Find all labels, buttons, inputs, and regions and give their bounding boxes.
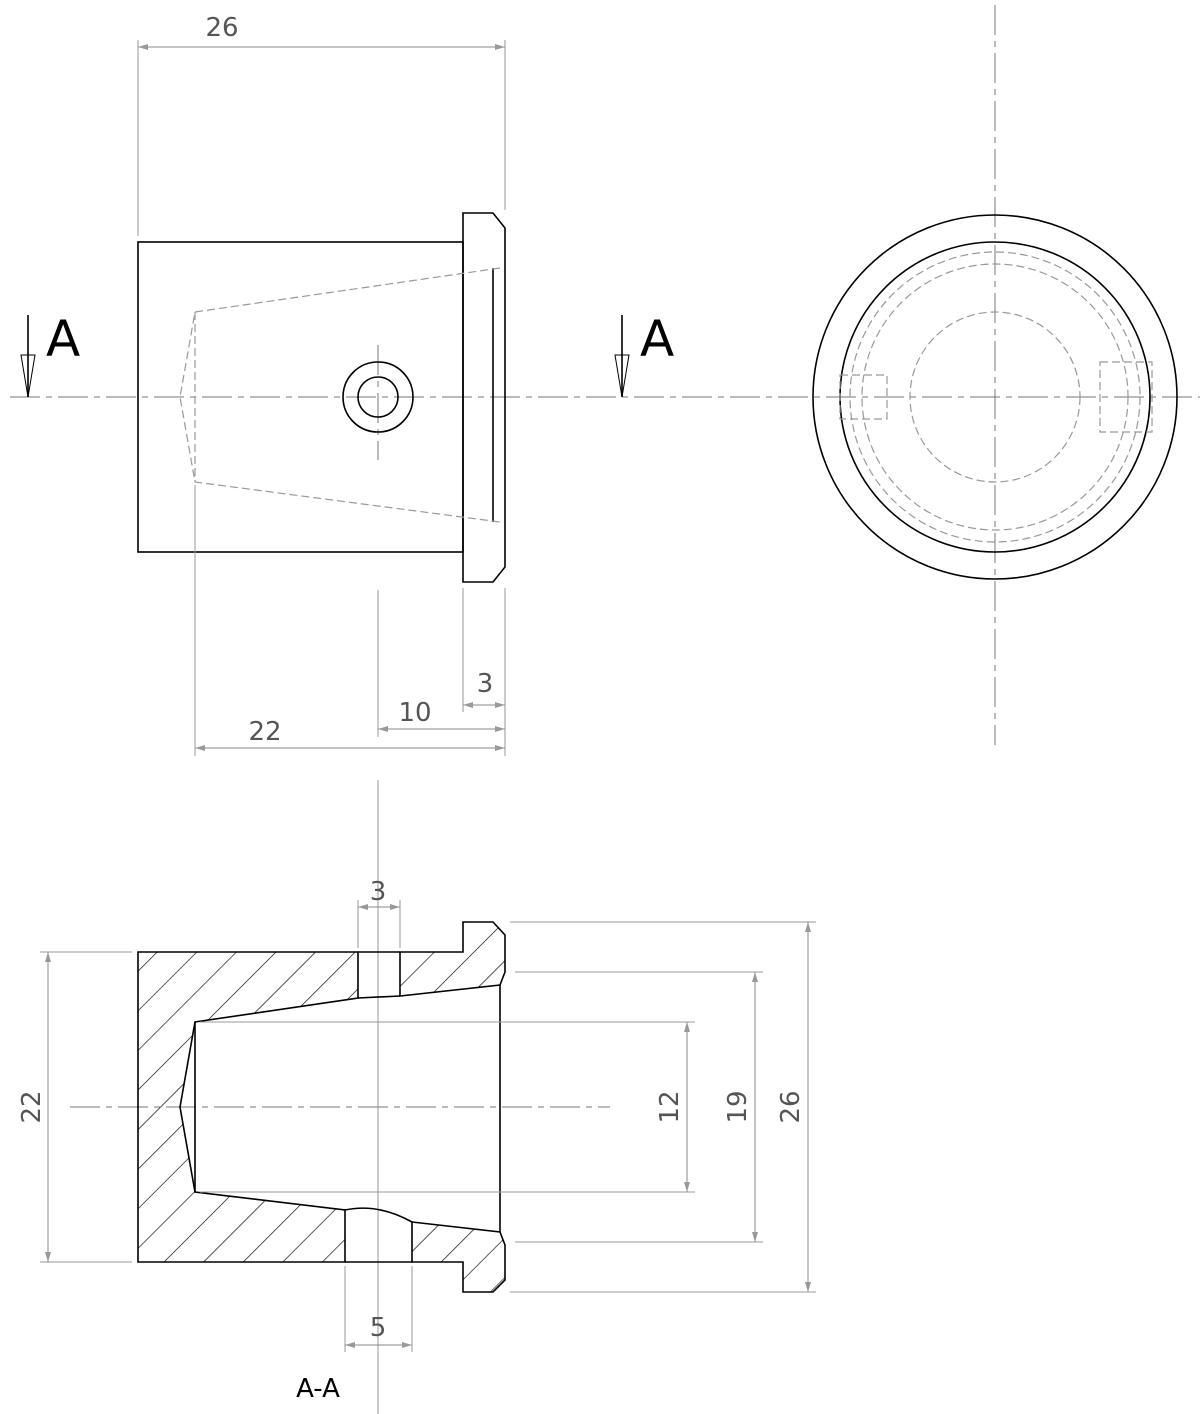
hole-outer (342, 361, 414, 433)
hatched-flange-bottom (411, 1221, 506, 1293)
dim-flange-dia: 26 (776, 1090, 806, 1123)
dim-body-dia: 22 (17, 1090, 47, 1123)
side-view (812, 5, 1178, 745)
hidden-hole-right (1099, 361, 1153, 433)
dim-bore-depth: 22 (248, 717, 281, 747)
hidden-hole-left (839, 374, 888, 420)
section-marker-right: A (614, 310, 674, 398)
svg-text:A: A (46, 310, 80, 368)
dim-flange-thickness: 3 (477, 669, 494, 699)
dim-overall-length: 26 (205, 13, 238, 43)
dim-bore-small: 12 (655, 1090, 685, 1123)
section-label: A-A (296, 1374, 340, 1404)
svg-text:A: A (640, 310, 674, 368)
section-view: 3 5 22 12 19 26 A-A (17, 780, 816, 1414)
dim-hole-position: 10 (398, 698, 431, 728)
flange-circle (812, 214, 1178, 580)
flange-outline (462, 212, 506, 583)
dim-top-hole: 3 (370, 877, 387, 907)
dim-bore-large: 19 (723, 1090, 753, 1123)
hatched-flange-top (399, 921, 506, 997)
hole-inner (357, 376, 399, 418)
section-marker-left: A (20, 310, 80, 398)
front-view: 26 3 10 22 A A (10, 13, 1200, 756)
hidden-bore (179, 267, 501, 523)
hatched-body-left (137, 951, 359, 1263)
dim-bottom-hole: 5 (370, 1313, 387, 1343)
